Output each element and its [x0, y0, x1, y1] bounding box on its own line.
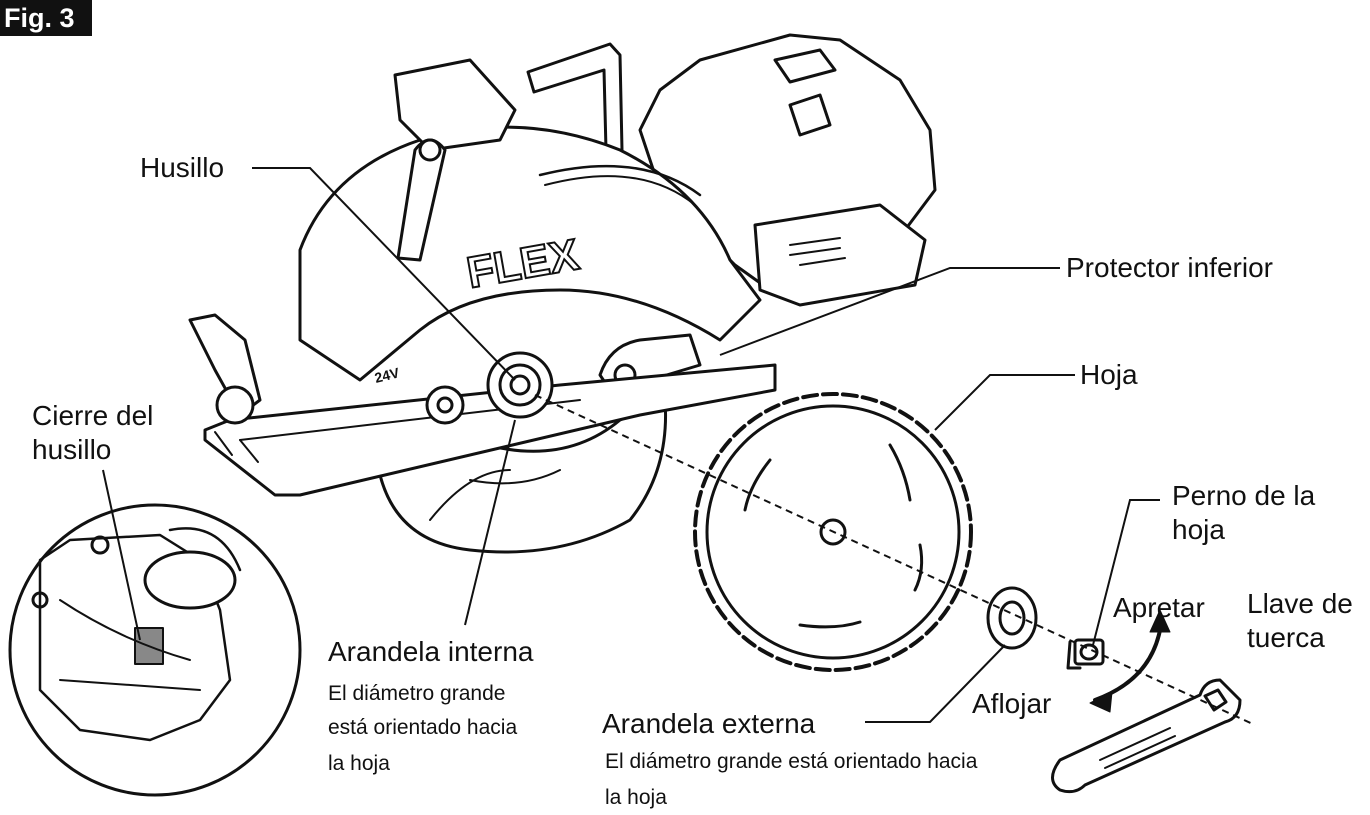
leader-husillo [252, 167, 516, 381]
label-arandela-externa: Arandela externa [602, 708, 816, 739]
label-hoja: Hoja [1080, 359, 1138, 390]
base-shoe [203, 363, 777, 497]
assembly-axis [534, 394, 1256, 726]
label-llave-line1: Llave de [1247, 588, 1353, 619]
label-husillo: Husillo [140, 152, 225, 183]
label-llave-line2: tuerca [1247, 622, 1325, 653]
note-externa-1: El diámetro grande está orientado hacia [605, 750, 978, 773]
leader-arandela-externa [865, 644, 1006, 723]
outer-washer-icon [986, 586, 1038, 650]
leader-hoja [934, 374, 1075, 431]
blade-bolt-icon [1066, 638, 1105, 670]
wrench-icon [1051, 678, 1242, 794]
leader-cierre [102, 469, 141, 641]
note-interna-2: está orientado hacia [328, 716, 518, 739]
label-perno-line1: Perno de la [1172, 480, 1316, 511]
label-protector-inferior: Protector inferior [1066, 252, 1273, 283]
label-apretar: Apretar [1113, 592, 1205, 623]
note-interna-1: El diámetro grande [328, 682, 506, 705]
rotation-arrow [1093, 628, 1162, 702]
battery-pack [753, 203, 927, 307]
label-arandela-interna: Arandela interna [328, 636, 534, 667]
note-interna-3: la hoja [328, 752, 390, 775]
leader-perno [1092, 499, 1160, 646]
voltage-badge: 24V [373, 364, 402, 386]
label-cierre-line2: husillo [32, 434, 112, 465]
spindle-lock-inset [8, 503, 302, 797]
figure-tag: Fig. 3 [0, 0, 92, 36]
blade-under-guard [373, 398, 668, 554]
leader-protector [719, 267, 1060, 356]
label-aflojar: Aflojar [972, 688, 1052, 719]
note-externa-2: la hoja [605, 786, 667, 809]
label-cierre-line1: Cierre del [32, 400, 154, 431]
label-perno-line2: hoja [1172, 514, 1225, 545]
leader-arandela-interna [464, 419, 516, 626]
